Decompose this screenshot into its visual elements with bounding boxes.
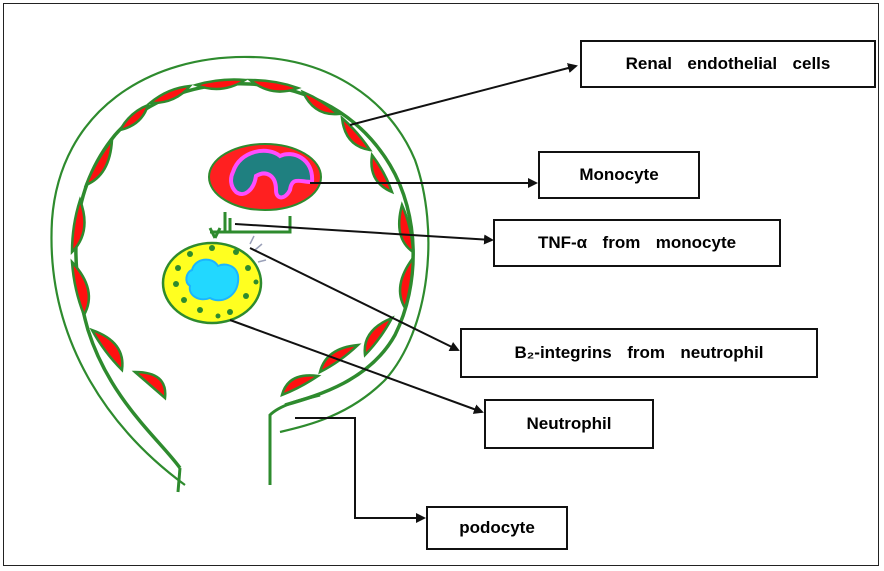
label-tnf-alpha: TNF-α from monocyte	[493, 219, 781, 267]
endothelial-cell	[196, 80, 245, 89]
endothelial-cell	[72, 200, 85, 252]
neutrophil-nucleus	[186, 260, 238, 301]
label-renal-endothelial-cells: Renal endothelial cells	[580, 40, 876, 88]
podocyte-wall	[270, 395, 320, 485]
endothelial-cell	[72, 262, 89, 315]
lower-wall	[178, 468, 180, 492]
arrow-neutrophil	[230, 320, 482, 412]
arrow-podocyte	[295, 418, 424, 518]
label-b2-integrins: B₂-integrins from neutrophil	[460, 328, 818, 378]
endothelial-cell	[86, 140, 112, 185]
label-monocyte: Monocyte	[538, 151, 700, 199]
endothelial-cell	[135, 372, 165, 398]
label-podocyte: podocyte	[426, 506, 568, 550]
endothelial-cell	[150, 86, 190, 103]
endothelial-cell	[282, 375, 318, 395]
tnf-molecule	[210, 212, 290, 232]
label-neutrophil: Neutrophil	[484, 399, 654, 449]
arrow-endothelial	[350, 66, 576, 125]
endothelial-cell	[303, 92, 338, 114]
endothelial-cell	[250, 80, 298, 92]
endothelial-cell	[400, 258, 413, 308]
endothelial-cell	[399, 205, 413, 252]
endothelial-cell	[120, 105, 148, 130]
monocyte-cell	[209, 144, 321, 210]
endothelial-cell	[320, 345, 358, 372]
endothelial-cell	[365, 318, 392, 355]
